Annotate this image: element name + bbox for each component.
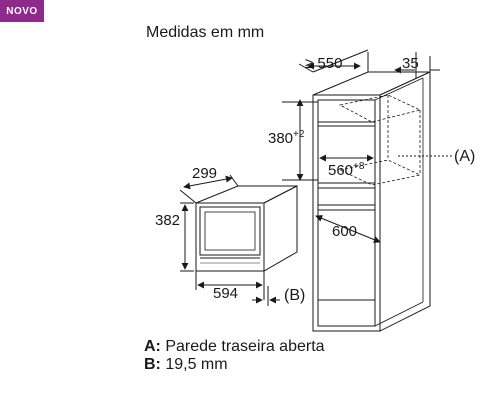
- appliance: [195, 185, 298, 272]
- dim-min-depth: [298, 49, 369, 73]
- dim-side-clearance: [394, 52, 440, 78]
- legend-item-b: B: 19,5 mm: [144, 356, 325, 374]
- dim-niche-height-tol: +2: [293, 129, 305, 140]
- legend-key-a: A:: [144, 338, 161, 355]
- dim-niche-width-label: 560: [328, 162, 353, 179]
- dim-niche-width-tol: +8: [353, 161, 365, 172]
- svg-text:560+8: 560+8: [328, 161, 365, 179]
- dim-appliance-depth-label: 299: [192, 165, 217, 182]
- dim-niche-height-label: 380: [268, 130, 293, 147]
- dim-niche-height: [282, 99, 318, 181]
- legend-key-b: B:: [144, 356, 161, 373]
- dim-appliance-depth: [179, 174, 239, 204]
- dim-appliance-width: [195, 271, 280, 306]
- dim-appliance-height: [180, 202, 194, 272]
- dim-appliance-width-label: 594: [213, 285, 238, 302]
- dim-cabinet-width-label: 600: [332, 223, 357, 240]
- dim-appliance-height-label: 382: [155, 212, 180, 229]
- dim-side-clearance-label: 35: [402, 55, 419, 72]
- callout-b-label: (B): [284, 287, 305, 304]
- drawing-title: Medidas em mm: [146, 24, 265, 41]
- legend-text-b: 19,5 mm: [165, 356, 228, 373]
- tall-cabinet: [312, 71, 431, 332]
- legend-item-a: A: Parede traseira aberta: [144, 338, 325, 356]
- svg-text:380+2: 380+2: [268, 129, 305, 147]
- dim-cabinet-width: [315, 215, 381, 243]
- new-badge: NOVO: [0, 0, 44, 22]
- legend-text-a: Parede traseira aberta: [165, 338, 325, 355]
- dim-min-depth-label: ≥ 550: [305, 55, 342, 72]
- callout-a-label: (A): [454, 148, 475, 165]
- legend: A: Parede traseira aberta B: 19,5 mm: [144, 338, 325, 374]
